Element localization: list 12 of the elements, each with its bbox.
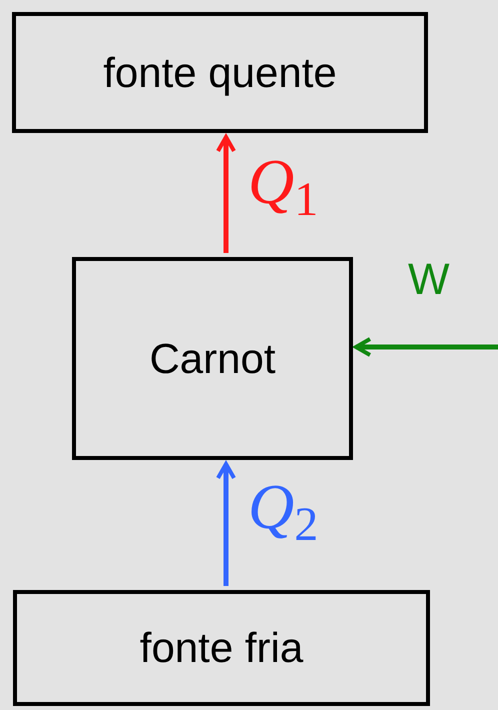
process-box bbox=[13, 590, 430, 706]
process-box bbox=[12, 12, 428, 133]
edge-label: Q$_{1}$ bbox=[248, 150, 318, 214]
edge-label: W bbox=[408, 258, 450, 302]
arrow bbox=[354, 337, 498, 357]
box-label: fonte fria bbox=[140, 627, 304, 669]
arrow bbox=[216, 135, 236, 253]
arrow bbox=[216, 462, 236, 586]
box-label: fonte quente bbox=[103, 52, 337, 94]
process-box bbox=[72, 257, 353, 460]
box-label: Carnot bbox=[149, 338, 276, 380]
edge-label: Q$_{2}$ bbox=[248, 475, 318, 539]
